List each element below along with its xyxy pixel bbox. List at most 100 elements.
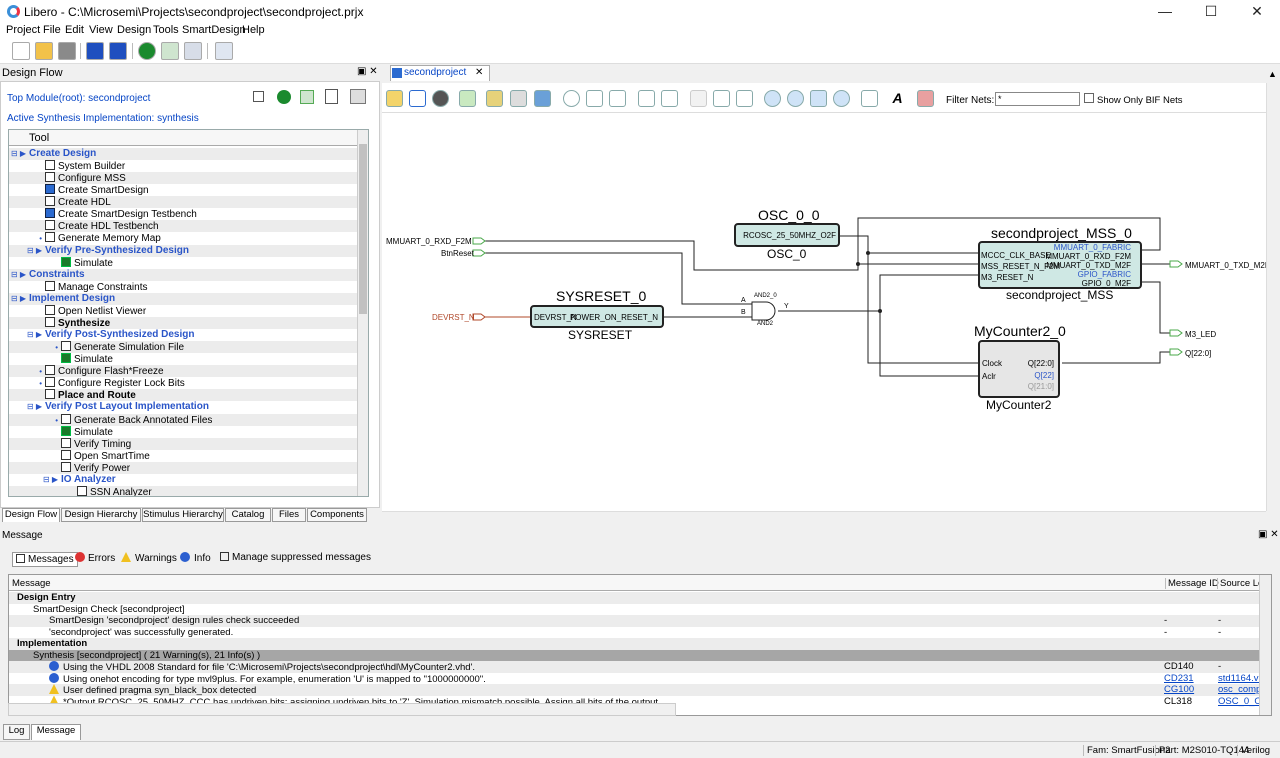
tab-files[interactable]: Files — [272, 508, 306, 522]
tab-message[interactable]: Message — [31, 724, 81, 740]
add-bus-icon[interactable] — [486, 90, 503, 107]
tab-design-hierarchy[interactable]: Design Hierarchy — [61, 508, 141, 522]
run-check-icon[interactable] — [161, 42, 179, 60]
zoom-area-icon[interactable] — [833, 90, 850, 107]
port-mmuart-txd[interactable]: MMUART_0_TXD_M2F — [1185, 261, 1266, 270]
tab-close-icon[interactable]: ✕ — [475, 67, 484, 78]
report-icon[interactable] — [325, 89, 338, 104]
port-btnreset[interactable]: BtnReset — [441, 249, 474, 258]
undo-icon[interactable] — [86, 42, 104, 60]
tool-row[interactable]: Place and Route — [9, 389, 357, 402]
counter-pin-out[interactable]: Q[22] — [1034, 371, 1054, 380]
tab-components[interactable]: Components — [307, 508, 367, 522]
mss-pin-out[interactable]: MMUART_0_FABRIC — [1053, 243, 1131, 252]
menu-tools[interactable]: Tools — [153, 24, 179, 36]
tab-log[interactable]: Log — [3, 724, 30, 740]
menu-project[interactable]: Project — [6, 24, 41, 36]
maximize-button[interactable]: ☐ — [1204, 3, 1218, 19]
osc-pin[interactable]: RCOSC_25_50MHZ_O2F — [743, 231, 836, 240]
or-gate-icon[interactable] — [661, 90, 678, 107]
grid-icon[interactable] — [861, 90, 878, 107]
tool-row[interactable]: ⊟ ▶Implement Design — [9, 292, 357, 305]
regenerate-icon[interactable] — [563, 90, 580, 107]
mss-pin-out[interactable]: MMUART_0_TXD_M2F — [1046, 261, 1131, 270]
new-file-icon[interactable] — [12, 42, 30, 60]
open-folder-icon[interactable] — [35, 42, 53, 60]
message-row[interactable]: Using the VHDL 2008 Standard for file 'C… — [9, 661, 1259, 673]
col-message-id[interactable]: Message ID — [1165, 578, 1219, 589]
menu-smartdesign[interactable]: SmartDesign — [182, 24, 246, 36]
tool-row[interactable]: Manage Constraints — [9, 280, 357, 293]
filter-errors-button[interactable]: Errors — [75, 552, 115, 564]
filter-messages-button[interactable]: Messages — [12, 552, 78, 567]
message-grid-scrollbar[interactable] — [1259, 575, 1271, 715]
minimize-button[interactable]: — — [1158, 3, 1172, 19]
edit-properties-icon[interactable] — [917, 90, 934, 107]
expand-icon[interactable] — [713, 90, 730, 107]
tool-tree-scroll-thumb[interactable] — [359, 144, 367, 314]
message-horizontal-scrollbar[interactable] — [8, 703, 676, 716]
tab-stimulus-hierarchy[interactable]: Stimulus Hierarchy — [142, 508, 224, 522]
zoom-fit-icon[interactable] — [810, 90, 827, 107]
tool-options-icon[interactable] — [350, 89, 366, 104]
mss-pin-in[interactable]: MSS_RESET_N_F2M — [981, 262, 1061, 271]
auto-connect-icon[interactable] — [586, 90, 603, 107]
tool-row[interactable]: •Configure Flash*Freeze — [9, 365, 357, 378]
tool-row[interactable]: Configure MSS — [9, 172, 357, 185]
configure-icon[interactable] — [215, 42, 233, 60]
expand-arrow-icon[interactable]: ⊟ ▶ — [10, 269, 26, 279]
message-source[interactable]: osc_comp — [1218, 684, 1262, 695]
tool-row[interactable]: ⊟ ▶Verify Post-Synthesized Design — [9, 329, 357, 341]
menu-design[interactable]: Design — [117, 24, 152, 36]
expand-arrow-icon[interactable]: ⊟ ▶ — [26, 330, 42, 340]
message-row[interactable]: SmartDesign Check [secondproject] — [9, 604, 1259, 616]
add-port-icon[interactable] — [459, 90, 476, 107]
message-source[interactable]: OSC_0_OS — [1218, 695, 1269, 707]
sysreset-block[interactable]: DEVRST_N POWER_ON_RESET_N — [530, 305, 664, 328]
pane-dock-close-icon[interactable]: ▣ ✕ — [1258, 529, 1279, 540]
manage-suppressed-button[interactable]: Manage suppressed messages — [220, 552, 371, 563]
tool-row[interactable]: Create HDL Testbench — [9, 220, 357, 233]
mss-pin-out[interactable]: GPIO_FABRIC — [1077, 270, 1131, 279]
expand-arrow-icon[interactable]: ⊟ ▶ — [10, 293, 26, 303]
counter-pin-out[interactable]: Q[21:0] — [1027, 382, 1054, 391]
tool-row[interactable]: Create SmartDesign — [9, 184, 357, 196]
sysreset-pin-in[interactable]: DEVRST_N — [534, 313, 577, 322]
add-core-icon[interactable] — [510, 90, 527, 107]
pane-dock-close-icon[interactable]: ▣ ✕ — [357, 66, 378, 77]
expand-arrow-icon[interactable]: ⊟ ▶ — [26, 245, 42, 255]
expand-arrow-icon[interactable]: ⊟ ▶ — [42, 474, 58, 484]
osc-block[interactable]: RCOSC_25_50MHZ_O2F — [734, 223, 840, 247]
col-source-loc[interactable]: Source Loc — [1217, 578, 1268, 589]
message-id[interactable]: CG100 — [1164, 684, 1195, 695]
tab-scroll-icon[interactable]: ▲ — [1268, 69, 1277, 79]
message-source[interactable]: - — [1218, 661, 1222, 672]
disconnect-icon[interactable] — [690, 90, 707, 107]
redo-icon[interactable] — [109, 42, 127, 60]
message-source[interactable]: - — [1218, 626, 1222, 638]
menu-edit[interactable]: Edit — [65, 24, 84, 36]
run-check-icon[interactable] — [300, 90, 314, 104]
text-font-icon[interactable]: A — [889, 90, 906, 107]
message-row[interactable]: Implementation — [9, 638, 1259, 650]
zoom-in-icon[interactable] — [764, 90, 781, 107]
tool-row[interactable]: ⊟ ▶IO Analyzer — [9, 474, 357, 486]
port-mmuart-rxd[interactable]: MMUART_0_RXD_F2M — [386, 237, 472, 246]
menu-view[interactable]: View — [89, 24, 113, 36]
tab-secondproject[interactable]: secondproject ✕ — [390, 65, 490, 81]
canvas-vertical-scrollbar[interactable] — [1266, 83, 1280, 511]
tool-row[interactable]: Create SmartDesign Testbench — [9, 208, 357, 220]
collapse-all-icon[interactable] — [253, 91, 264, 102]
tab-catalog[interactable]: Catalog — [225, 508, 271, 522]
counter-pin-in[interactable]: Clock — [982, 359, 1003, 368]
port-q[interactable]: Q[22:0] — [1185, 349, 1212, 358]
tool-row[interactable]: Verify Timing — [9, 437, 357, 450]
and-gate-icon[interactable] — [638, 90, 655, 107]
reports-icon[interactable] — [184, 42, 202, 60]
col-message[interactable]: Message — [12, 578, 51, 589]
connect-icon[interactable] — [609, 90, 626, 107]
tool-row[interactable]: Simulate — [9, 256, 357, 269]
tool-row[interactable]: Create HDL — [9, 196, 357, 209]
counter-pin-out[interactable]: Q[22:0] — [1027, 359, 1054, 368]
tool-row[interactable]: •Generate Simulation File — [9, 341, 357, 354]
